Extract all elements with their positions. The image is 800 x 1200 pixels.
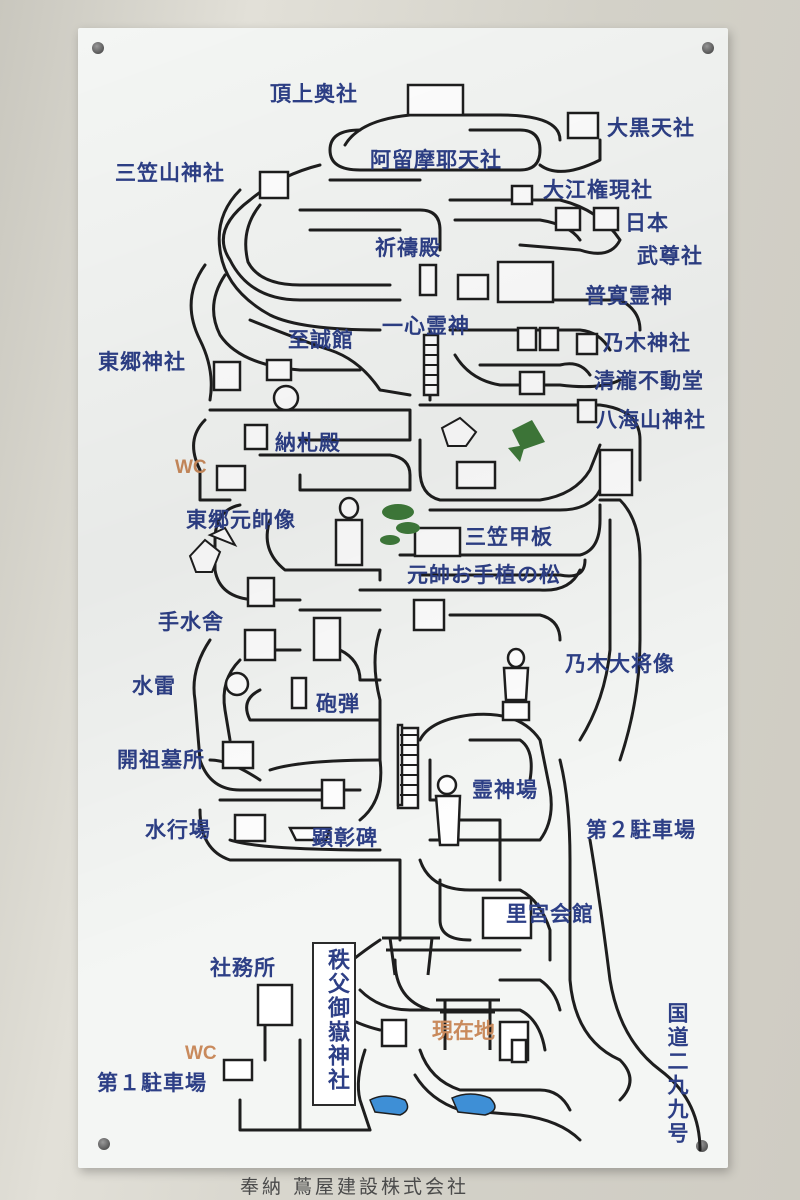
label-nihon: 日本: [625, 211, 669, 235]
label-reijinba: 霊神場: [472, 778, 538, 802]
label-wc-lower: WC: [185, 1043, 217, 1064]
label-isshin: 一心霊神: [382, 314, 470, 338]
donor-caption: 奉納 蔦屋建設株式会社: [240, 1176, 470, 1198]
label-parking-1: 第１駐車場: [97, 1071, 207, 1095]
label-mikasa-deck: 三笠甲板: [465, 525, 553, 549]
label-mine: 水雷: [132, 674, 176, 698]
bolt-icon: [98, 1138, 110, 1150]
label-gyoba: 水行場: [145, 818, 211, 842]
label-togo-shrine: 東郷神社: [98, 350, 186, 374]
label-nogi-shrine: 乃木神社: [603, 331, 691, 355]
bolt-icon: [702, 42, 714, 54]
label-nogi-statue: 乃木大将像: [565, 652, 675, 676]
label-parking-2: 第２駐車場: [586, 818, 696, 842]
label-temizuya: 手水舎: [158, 610, 224, 634]
label-pine: 元帥お手植の松: [407, 563, 561, 587]
main-shrine-pillar: 秩父御嶽神社: [312, 942, 356, 1106]
bolt-icon: [92, 42, 104, 54]
label-office: 社務所: [210, 956, 276, 980]
label-summit-shrine: 頂上奥社: [270, 82, 358, 106]
label-fukan: 普寛霊神: [585, 284, 673, 308]
label-you-are-here: 現在地: [432, 1019, 495, 1043]
label-route-299: 国道二九九号: [665, 1002, 689, 1146]
map-board: [78, 28, 728, 1168]
label-kitoden: 祈禱殿: [375, 236, 441, 260]
label-wc-upper: WC: [175, 457, 207, 478]
label-seiryu: 清瀧不動堂: [594, 369, 704, 393]
label-monument: 顕彰碑: [312, 826, 378, 850]
label-hakkaisan: 八海山神社: [596, 408, 706, 432]
label-founder-graves: 開祖墓所: [117, 748, 205, 772]
label-oegongen: 大江権現社: [543, 178, 653, 202]
label-daikokuten: 大黒天社: [607, 116, 695, 140]
label-satomiya: 里宮会館: [506, 902, 594, 926]
label-arumayaten: 阿留摩耶天社: [370, 148, 502, 172]
label-togo-statue: 東郷元帥像: [186, 508, 296, 532]
label-takeru: 武尊社: [637, 244, 703, 268]
label-shell: 砲弾: [316, 692, 360, 716]
label-shiseikan: 至誠館: [288, 328, 354, 352]
main-shrine-title: 秩父御嶽神社: [324, 948, 349, 1092]
label-mikasayama: 三笠山神社: [115, 161, 225, 185]
label-nosatsuden: 納札殿: [275, 431, 341, 455]
